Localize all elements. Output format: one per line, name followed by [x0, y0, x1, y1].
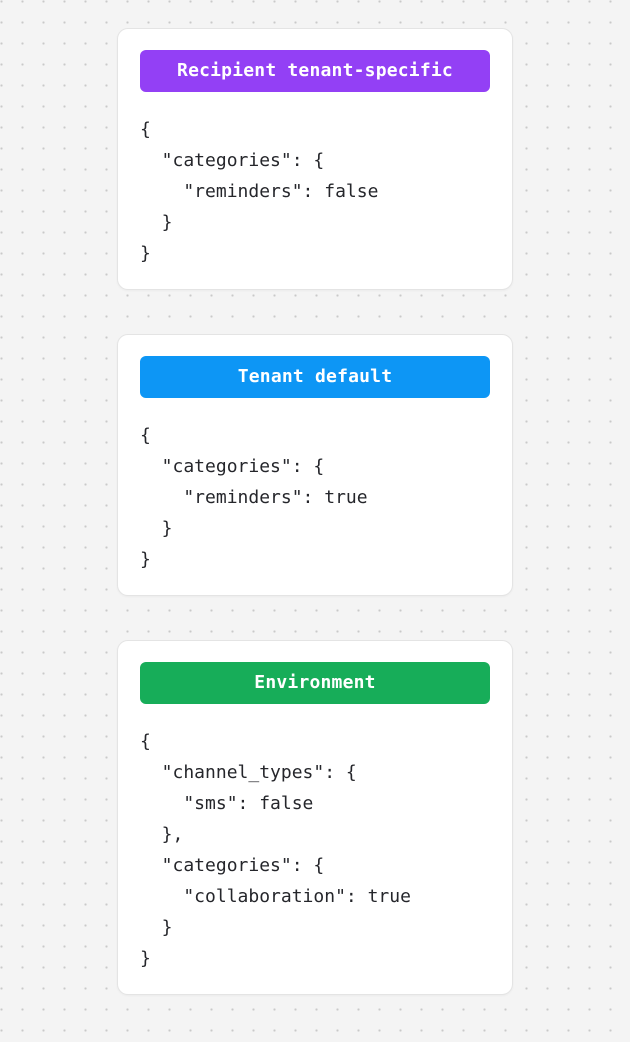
preference-card-environment: Environment { "channel_types": { "sms": …: [117, 640, 513, 995]
card-badge-tenant-default: Tenant default: [140, 356, 490, 398]
preference-card-tenant-default: Tenant default { "categories": { "remind…: [117, 334, 513, 596]
card-code-tenant-default: { "categories": { "reminders": true } }: [140, 425, 368, 570]
card-badge-recipient-tenant-specific: Recipient tenant-specific: [140, 50, 490, 92]
card-code-recipient-tenant-specific: { "categories": { "reminders": false } }: [140, 119, 379, 264]
card-code-environment: { "channel_types": { "sms": false }, "ca…: [140, 731, 411, 969]
preference-card-recipient-tenant-specific: Recipient tenant-specific { "categories"…: [117, 28, 513, 290]
card-badge-environment: Environment: [140, 662, 490, 704]
